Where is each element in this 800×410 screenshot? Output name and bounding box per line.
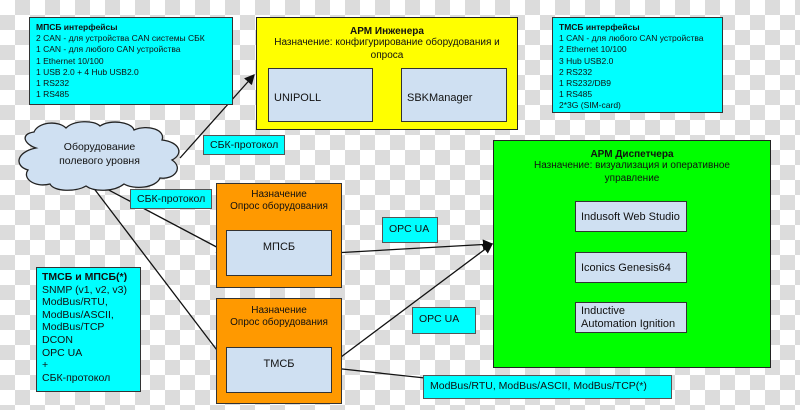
tmsb-interface-line: 1 RS485 <box>559 89 593 100</box>
app-ignition[interactable]: Inductive Automation Ignition <box>575 302 687 333</box>
tmsb-device-label: ТМСБ <box>263 358 295 370</box>
mpsb-interface-line: 1 RS485 <box>36 89 70 100</box>
tmsb-purpose: Опрос оборудования <box>230 317 328 328</box>
mpsb-interface-line: 1 CAN - для любого CAN устройства <box>36 44 181 55</box>
mpsb-interface-line: 1 Ethernet 10/100 <box>36 55 104 66</box>
protocol-line: SNMP (v1, v2, v3) <box>42 283 127 296</box>
tmsb-device[interactable]: ТМСБ <box>226 347 332 393</box>
mpsb-interfaces-title: МПСБ интерфейсы <box>36 22 118 32</box>
edge-mpsb-to-dispatcher <box>332 239 494 254</box>
tmsb-interface-line: 3 Hub USB2.0 <box>559 55 614 66</box>
protocols-title: ТМСБ и МПСБ(*) <box>42 271 128 283</box>
mpsb-node: Назначение Опрос оборудования МПСБ <box>216 183 342 288</box>
tmsb-interface-line: 2*3G (SIM-card) <box>559 100 621 111</box>
protocol-line: ModBus/RTU, <box>42 296 108 309</box>
app-unipoll[interactable]: UNIPOLL <box>268 68 373 122</box>
app-iconics-label: Iconics Genesis64 <box>581 262 671 274</box>
cloud-icon <box>18 121 180 191</box>
edge-label-sbk-engineer: СБК-протокол <box>203 135 286 155</box>
mpsb-interface-line: 1 USB 2.0 + 4 Hub USB2.0 <box>36 66 139 77</box>
mpsb-device-label: МПСБ <box>262 241 296 253</box>
protocol-line: ModBus/ASCII, <box>42 308 114 321</box>
dispatcher-ws-purpose: Назначение: визуализация и оперативное у… <box>534 160 730 184</box>
protocol-line: ModBus/TCP <box>42 321 105 334</box>
tmsb-interface-line: 1 RS232/DB9 <box>559 78 611 89</box>
tmsb-interfaces-box: ТМСБ интерфейсы 1 CAN - для любого CAN у… <box>552 17 723 113</box>
dispatcher-workstation: АРМ Диспетчера Назначение: визуализация … <box>493 140 771 368</box>
engineer-ws-title: АРМ Инженера <box>350 26 424 37</box>
app-sbkmanager[interactable]: SBKManager <box>401 68 507 122</box>
tmsb-interfaces-title: ТМСБ интерфейсы <box>559 22 640 32</box>
dispatcher-ws-title: АРМ Диспетчера <box>590 149 674 160</box>
edge-tmsb-to-dispatcher <box>332 243 494 364</box>
mpsb-device[interactable]: МПСБ <box>226 230 332 276</box>
protocol-line: СБК-протокол <box>42 371 111 384</box>
edge-label-modbus-tmsb: ModBus/RTU, ModBus/ASCII, ModBus/TCP(*) <box>423 375 672 399</box>
mpsb-interface-line: 1 RS232 <box>36 78 70 89</box>
app-sbkmanager-label: SBKManager <box>407 92 473 104</box>
field-equipment-label: Оборудование полевого уровня <box>59 141 140 167</box>
protocol-line: + <box>42 359 49 372</box>
app-indusoft-label: Indusoft Web Studio <box>581 211 680 223</box>
field-equipment-cloud[interactable] <box>14 120 186 192</box>
edge-label-sbk-mpsb: СБК-протокол <box>130 189 213 209</box>
mpsb-purpose: Опрос оборудования <box>230 201 328 212</box>
mpsb-interface-line: 2 CAN - для устройства CAN системы СБК <box>36 33 205 44</box>
tmsb-interface-line: 1 CAN - для любого CAN устройства <box>559 33 704 44</box>
protocol-line: OPC UA <box>42 346 83 359</box>
protocol-line: DCON <box>42 333 73 346</box>
tmsb-node: Назначение Опрос оборудования ТМСБ <box>216 298 342 404</box>
app-ignition-label: Inductive Automation Ignition <box>581 305 676 330</box>
mpsb-purpose-title: Назначение <box>251 189 307 200</box>
edge-label-opc-mpsb: OPC UA <box>382 217 439 243</box>
engineer-workstation: АРМ Инженера Назначение: конфигурировани… <box>256 17 518 130</box>
edge-label-opc-tmsb: OPC UA <box>412 307 477 334</box>
app-iconics[interactable]: Iconics Genesis64 <box>575 252 687 283</box>
edge-tmsb-to-modbus <box>332 367 426 379</box>
mpsb-interfaces-box: МПСБ интерфейсы 2 CAN - для устройства C… <box>29 17 233 105</box>
tmsb-interface-line: 2 Ethernet 10/100 <box>559 44 627 55</box>
tmsb-interface-line: 2 RS232 <box>559 66 593 77</box>
protocols-box: ТМСБ и МПСБ(*) SNMP (v1, v2, v3) ModBus/… <box>36 267 141 392</box>
app-unipoll-label: UNIPOLL <box>274 92 322 104</box>
engineer-ws-purpose: Назначение: конфигурирование оборудовани… <box>274 37 500 61</box>
tmsb-purpose-title: Назначение <box>251 305 307 316</box>
app-indusoft[interactable]: Indusoft Web Studio <box>575 201 687 232</box>
